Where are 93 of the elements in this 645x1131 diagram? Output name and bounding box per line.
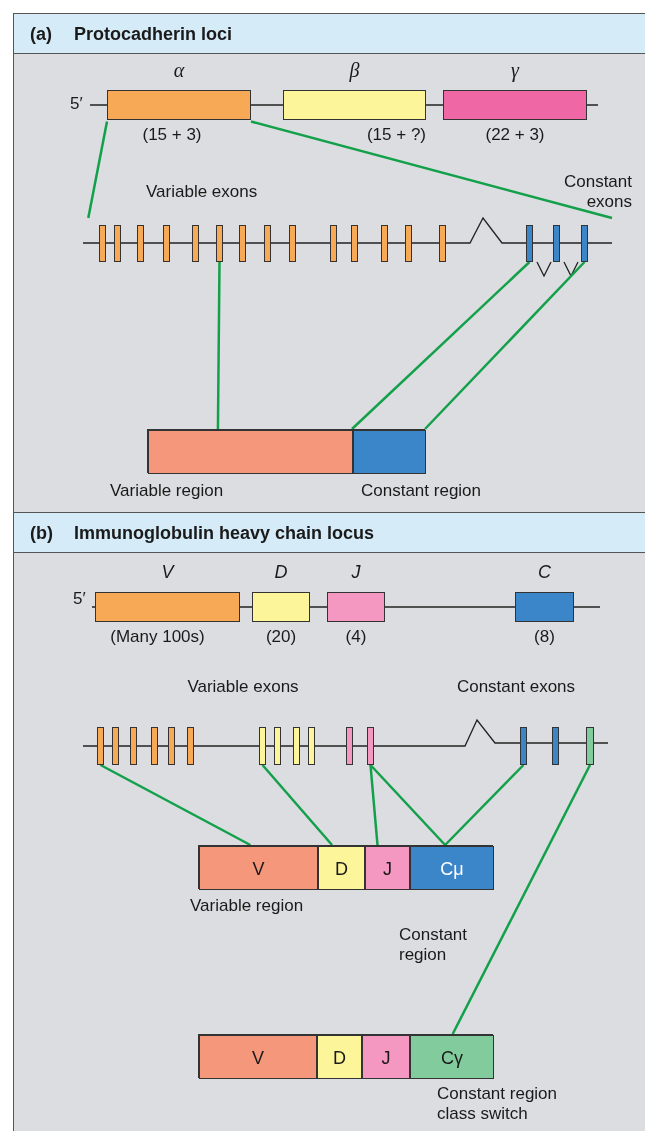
annotation-label: Constant region class switch [437,1084,559,1124]
exon-box [97,727,104,765]
segment-label: D [274,562,288,582]
exon-box [274,727,281,765]
exon-box [259,727,266,765]
annotation-label: 5′ [70,94,83,114]
connector-line [261,764,333,846]
segment-label: α [173,60,185,80]
gene-cluster-box [95,592,240,622]
annotation-label: Constant exons [562,172,632,212]
exon-box [192,225,199,262]
annotation-label: 5′ [73,589,86,609]
exon-box [187,727,194,765]
exon-box [293,727,300,765]
connector-line [444,764,525,846]
connector-line [369,764,447,846]
exon-count: (Many 100s) [110,627,205,647]
exon-box [581,225,588,262]
gene-cluster-box [107,90,251,120]
exon-box [439,225,446,262]
exon-box [239,225,246,262]
region-segment: Cμ [410,846,494,890]
exon-count: (4) [345,627,367,647]
region-label: Variable region [110,481,224,501]
segment-label: β [349,60,360,80]
gene-cluster-box [283,90,426,120]
annotation-label: Variable exons [146,182,258,202]
gene-cluster-box [515,592,574,622]
exon-box [330,225,337,262]
connector-line [87,121,109,219]
exon-box [99,225,106,262]
exon-count: (22 + 3) [485,125,545,145]
panel-title: Protocadherin loci [74,23,233,45]
segment-label: γ [511,60,519,80]
fused-gene-bar [198,845,493,889]
annotation-label: Constant region [399,925,469,965]
fused-gene-bar [198,1034,493,1078]
exon-box [264,225,271,262]
exon-box [405,225,412,262]
exon-box [553,225,560,262]
exon-box [163,225,170,262]
exon-box [308,727,315,765]
exon-box [289,225,296,262]
region-segment: J [365,846,410,890]
exon-box [367,727,374,765]
region-segment: V [199,1035,317,1079]
exon-box [586,727,594,765]
connector-line [250,120,613,220]
region-segment [353,430,426,474]
exon-count: (20) [265,627,297,647]
exon-box [552,727,559,765]
exon-box [168,727,175,765]
segment-label: C [538,562,551,582]
exon-box [151,727,158,765]
exon-count: (8) [534,627,555,647]
panel-label: (a) [30,23,52,45]
exon-box [130,727,137,765]
region-segment: D [318,846,365,890]
figure-panel [13,13,645,512]
region-segment: D [317,1035,362,1079]
exon-box [351,225,358,262]
exon-count: (15 + ?) [366,125,426,145]
annotation-label: Constant exons [456,677,576,697]
connector-line [369,764,379,846]
gene-cluster-box [327,592,385,622]
exon-box [114,225,121,262]
exon-box [137,225,144,262]
exon-box [216,225,223,262]
exon-box [112,727,119,765]
exon-box [346,727,353,765]
gene-cluster-box [443,90,587,120]
segment-label: J [351,562,361,582]
figure-panel [13,512,645,1131]
connector-line [99,763,251,847]
segment-label: V [161,562,174,582]
annotation-label: Variable exons [187,677,299,697]
region-segment: V [199,846,318,890]
exon-count: (15 + 3) [142,125,202,145]
connector-line [424,261,586,430]
exon-box [520,727,527,765]
gene-cluster-box [252,592,310,622]
connector-line [451,764,592,1035]
exon-box [526,225,533,262]
connector-line [216,262,221,429]
panel-title: Immunoglobulin heavy chain locus [74,522,375,544]
region-segment [148,430,353,474]
region-label: Constant region [361,481,482,501]
connector-line [351,261,531,430]
region-segment: J [362,1035,410,1079]
annotation-label: Variable region [190,896,304,916]
exon-box [381,225,388,262]
region-segment: Cγ [410,1035,494,1079]
panel-label: (b) [30,522,53,544]
